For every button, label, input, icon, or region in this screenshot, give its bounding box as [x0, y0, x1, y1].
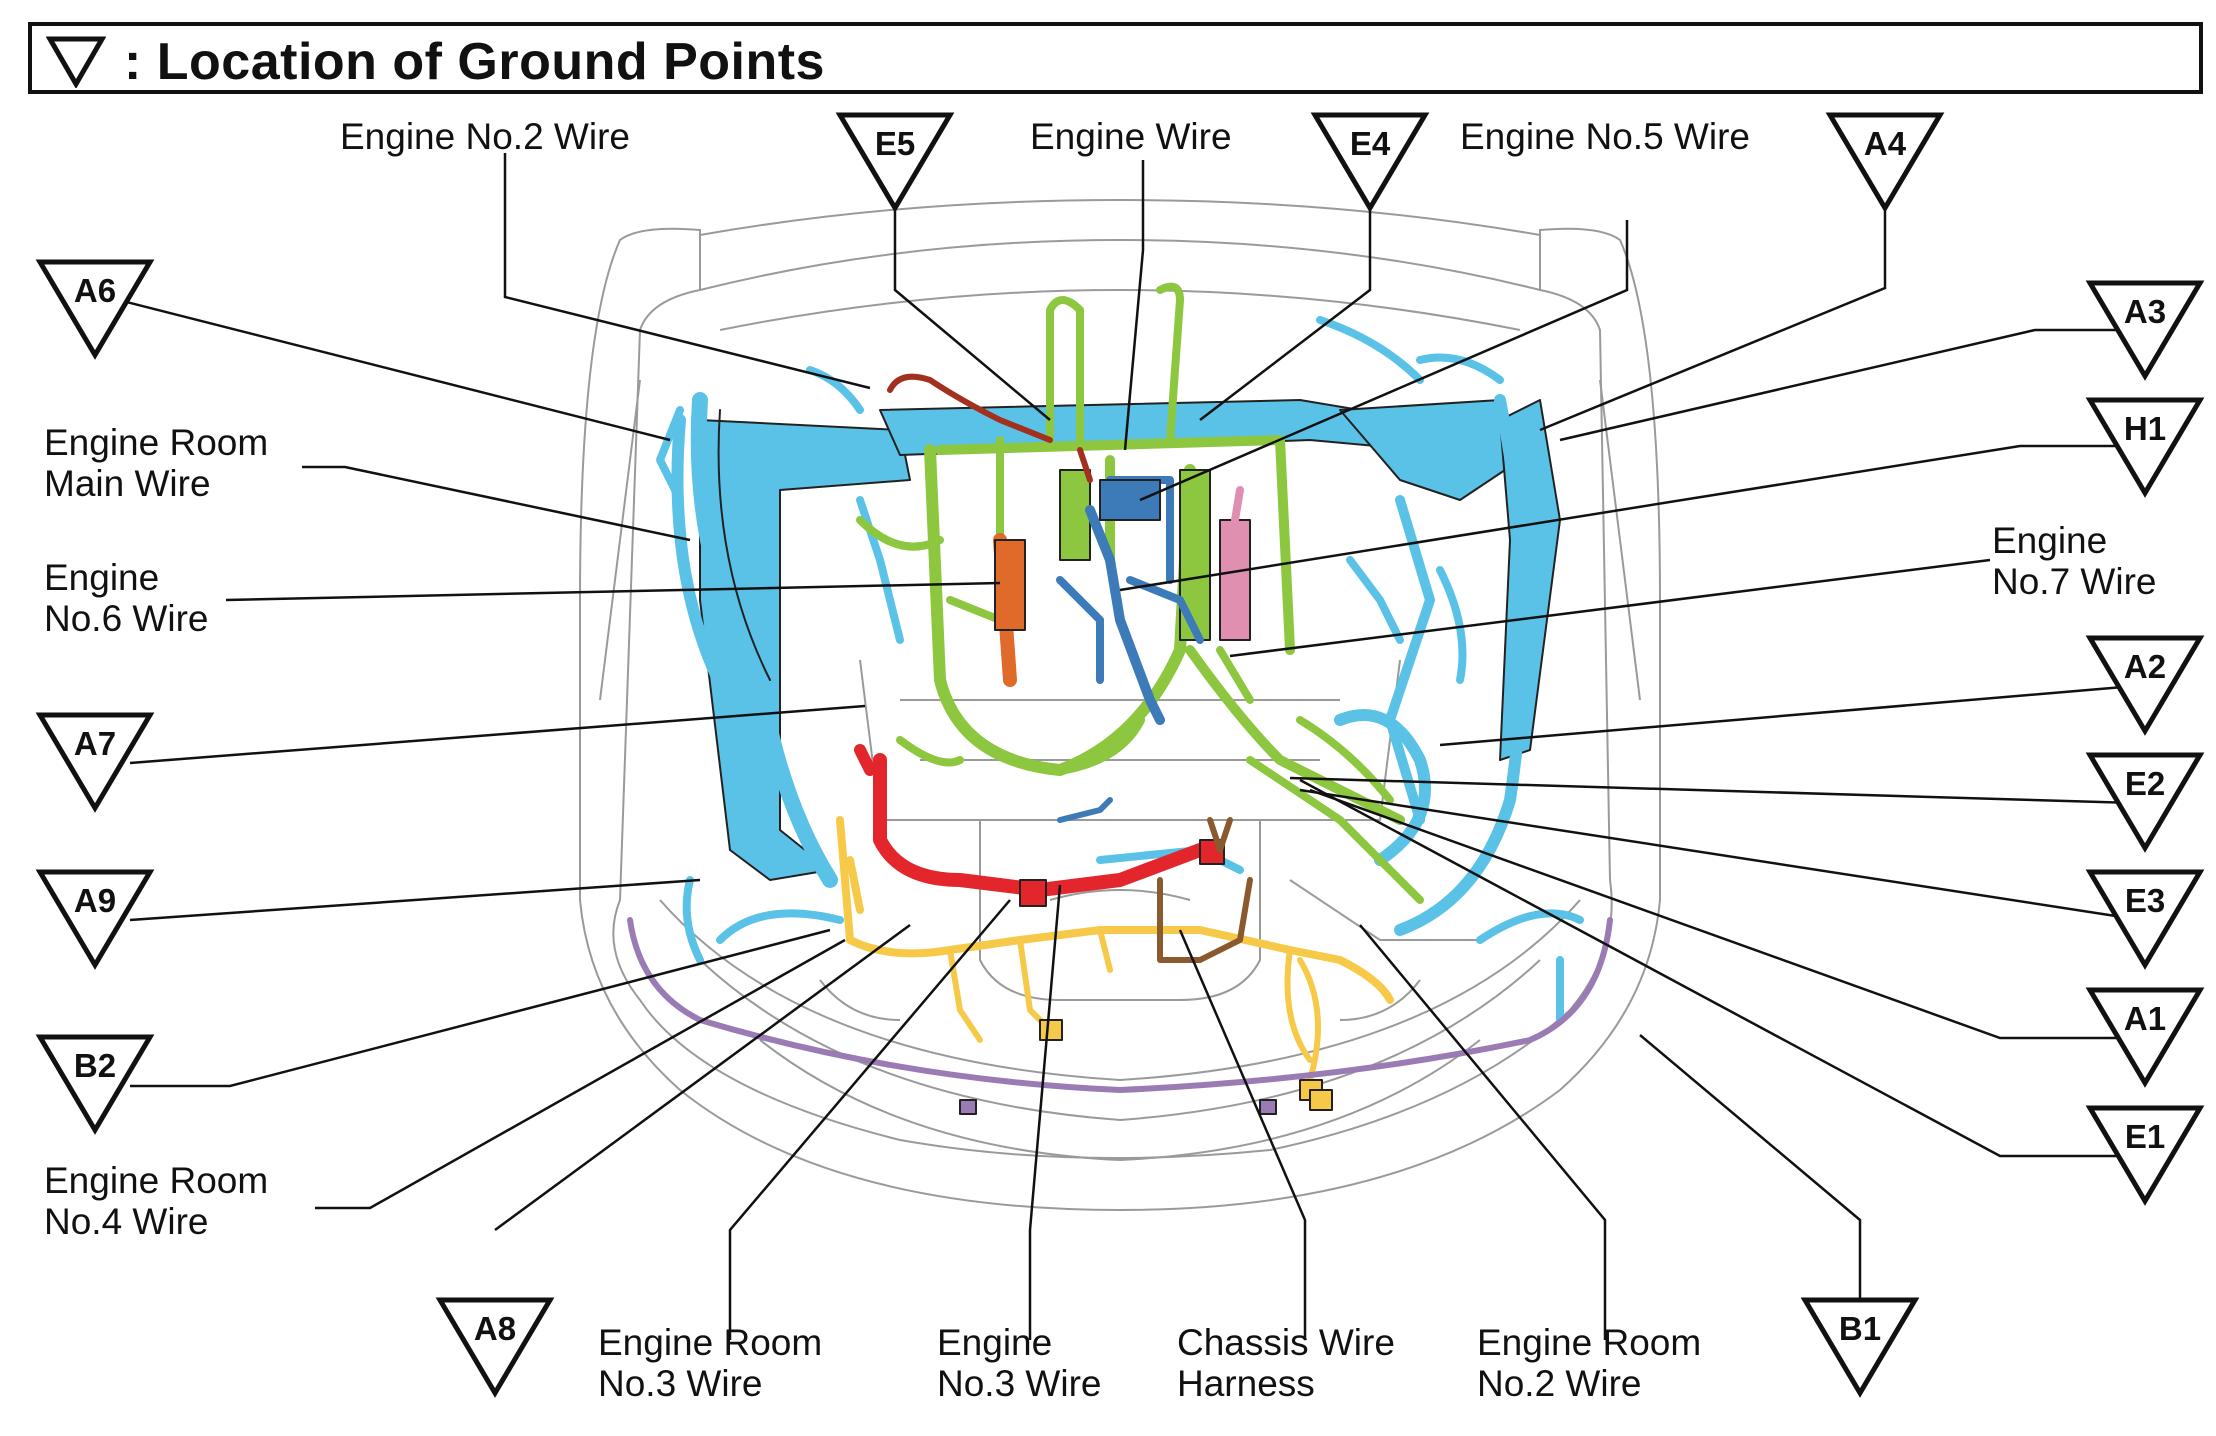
bumper-harness [627, 917, 1613, 1115]
ground-point-e1[interactable]: E1 [2085, 1105, 2205, 1206]
ground-triangle-icon [46, 36, 106, 88]
label-chassis-wire-harness: Chassis Wire Harness [1177, 1322, 1395, 1404]
ground-point-label-a8: A8 [474, 1310, 516, 1347]
label-engine-room-no4-wire: Engine Room No.4 Wire [44, 1160, 269, 1242]
ground-point-a8[interactable]: A8 [435, 1297, 555, 1398]
ground-point-e5[interactable]: E5 [835, 112, 955, 213]
engine-room-no4-harness [836, 816, 1394, 1111]
label-engine-no2-wire: Engine No.2 Wire [340, 116, 630, 157]
ground-point-a4[interactable]: A4 [1825, 112, 1945, 213]
label-engine-room-no3-wire: Engine Room No.3 Wire [598, 1322, 823, 1404]
leader-lines [91, 153, 2136, 1340]
engine-no5-harness [1056, 476, 1204, 823]
ground-point-label-a3: A3 [2124, 293, 2166, 330]
ground-point-label-a1: A1 [2124, 1000, 2166, 1037]
ground-point-label-a9: A9 [74, 882, 116, 919]
ground-point-a3[interactable]: A3 [2085, 280, 2205, 381]
ground-point-a1[interactable]: A1 [2085, 987, 2205, 1088]
label-engine-no5-wire: Engine No.5 Wire [1460, 116, 1750, 157]
ground-point-label-e3: E3 [2125, 882, 2165, 919]
vehicle-body-outline [579, 198, 1661, 1212]
ground-point-a6[interactable]: A6 [35, 259, 155, 360]
engine-no6-harness [993, 533, 1026, 687]
ground-point-a7[interactable]: A7 [35, 712, 155, 813]
ground-point-label-h1: H1 [2124, 410, 2166, 447]
ground-point-label-e5: E5 [875, 125, 915, 162]
engine-harness [856, 282, 1424, 904]
ground-point-a2[interactable]: A2 [2085, 635, 2205, 736]
label-engine-no3-wire: Engine No.3 Wire [937, 1322, 1102, 1404]
label-engine-no6-wire: Engine No.6 Wire [44, 557, 209, 639]
ground-point-e2[interactable]: E2 [2085, 752, 2205, 853]
ground-point-b1[interactable]: B1 [1800, 1297, 1920, 1398]
title-box: : Location of Ground Points [28, 22, 2203, 94]
engine-room-no3-harness [854, 744, 1225, 907]
engine-no2-harness [887, 373, 1093, 483]
wire-harness-layout [627, 282, 1613, 1115]
ground-point-e3[interactable]: E3 [2085, 869, 2205, 970]
page-title: : Location of Ground Points [124, 33, 825, 91]
ground-point-h1[interactable]: H1 [2085, 397, 2205, 498]
ground-point-label-a4: A4 [1864, 125, 1907, 162]
ground-point-label-a2: A2 [2124, 648, 2166, 685]
ground-point-label-b1: B1 [1839, 1310, 1881, 1347]
label-engine-room-main-wire: Engine Room Main Wire [44, 422, 269, 504]
ground-point-e4[interactable]: E4 [1310, 112, 1430, 213]
ground-point-label-b2: B2 [74, 1047, 116, 1084]
ground-point-label-a7: A7 [74, 725, 116, 762]
engine-no7-harness [1219, 486, 1251, 641]
label-engine-room-no2-wire: Engine Room No.2 Wire [1477, 1322, 1702, 1404]
ground-point-a9[interactable]: A9 [35, 869, 155, 970]
engine-room-main-harness [656, 316, 1584, 1024]
ground-point-label-e2: E2 [2125, 765, 2165, 802]
label-engine-wire: Engine Wire [1030, 116, 1232, 157]
ground-point-label-e4: E4 [1350, 125, 1391, 162]
ground-point-label-e1: E1 [2125, 1118, 2165, 1155]
ground-point-b2[interactable]: B2 [35, 1034, 155, 1135]
label-engine-no7-wire: Engine No.7 Wire [1992, 520, 2157, 602]
chassis-harness [1157, 817, 1253, 963]
ground-point-label-a6: A6 [74, 272, 116, 309]
